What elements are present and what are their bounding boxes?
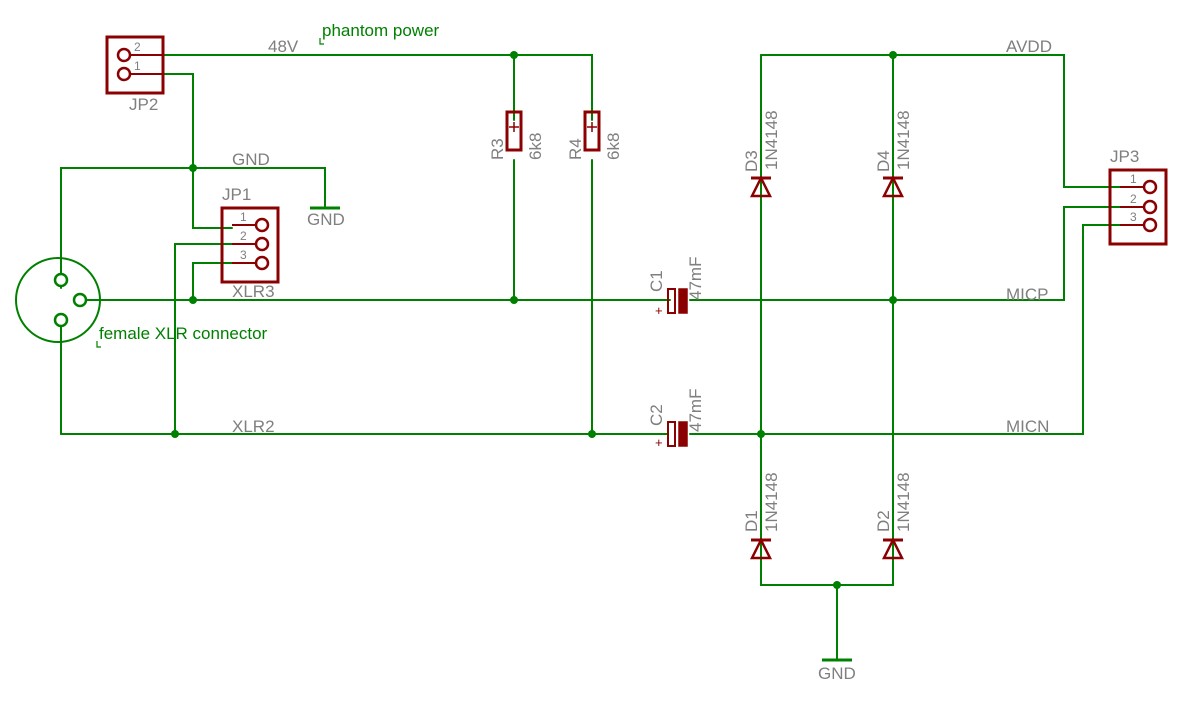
d4-value: 1N4148: [894, 110, 913, 170]
junction-48v-r3: [510, 51, 518, 59]
junction-gnd: [189, 164, 197, 172]
diode-d4: [881, 175, 905, 198]
d1-name: D1: [742, 510, 761, 532]
c2-value: 47mF: [686, 389, 705, 432]
jp2-pin-2: 2: [134, 40, 141, 54]
jp1-header: [220, 206, 280, 284]
junction-avdd-d4: [889, 51, 897, 59]
c2-name: C2: [647, 404, 666, 426]
jp2-pin-1: 1: [134, 59, 141, 73]
wire-avdd: [760, 54, 1145, 188]
d3-name: D3: [742, 150, 761, 172]
jp1-pin-3: 3: [240, 248, 247, 262]
jp1-pin-1: 1: [240, 210, 247, 224]
junction-xlr2-jp1: [171, 430, 179, 438]
note-phantom-power: phantom power: [322, 21, 440, 40]
net-label-xlr3: XLR3: [232, 282, 275, 301]
jp1-pin-2: 2: [240, 229, 247, 243]
net-label-micn: MICN: [1006, 417, 1049, 436]
r4-name: R4: [566, 138, 585, 160]
jp2-header: [105, 35, 165, 95]
d2-name: D2: [874, 510, 893, 532]
gnd-label-bottom: GND: [818, 664, 856, 683]
diode-d2: [881, 537, 905, 560]
jp2-name: JP2: [129, 95, 158, 114]
d2-value: 1N4148: [894, 472, 913, 532]
note-xlr-connector: female XLR connector: [99, 324, 268, 343]
junctions: [171, 51, 897, 589]
d1-value: 1N4148: [762, 472, 781, 532]
jp3-pin-3: 3: [1130, 210, 1137, 224]
junction-xlr3-jp1: [189, 296, 197, 304]
xlr-connector: [15, 257, 101, 343]
r3-value: 6k8: [526, 133, 545, 160]
gnd-label-top: GND: [307, 210, 345, 229]
d3-value: 1N4148: [762, 110, 781, 170]
jp3-pin-1: 1: [1130, 172, 1137, 186]
resistor-r3: [505, 110, 523, 152]
junction-micp: [889, 296, 897, 304]
r4-value: 6k8: [604, 133, 623, 160]
junction-micn: [757, 430, 765, 438]
wire-micp: [689, 206, 1145, 301]
c1-polarity: +: [655, 303, 663, 318]
net-label-avdd: AVDD: [1006, 37, 1052, 56]
wire-48v: [134, 54, 593, 121]
r3-name: R3: [488, 138, 507, 160]
wire-micn: [689, 224, 1145, 435]
wires: [60, 54, 1145, 661]
resistor-r4: [583, 110, 601, 152]
net-label-xlr2: XLR2: [232, 417, 275, 436]
wire-d1: [760, 299, 894, 586]
net-label-micp: MICP: [1006, 285, 1049, 304]
c1-name: C1: [647, 270, 666, 292]
net-label-gnd: GND: [232, 150, 270, 169]
jp1-name: JP1: [222, 185, 251, 204]
d4-name: D4: [874, 150, 893, 172]
junction-gnd-bottom: [833, 581, 841, 589]
jp3-header: [1108, 168, 1168, 246]
jp3-pin-2: 2: [1130, 192, 1137, 206]
net-label-48v: 48V: [268, 37, 299, 56]
junction-xlr3-r3: [510, 296, 518, 304]
diode-d3: [749, 175, 773, 198]
junction-xlr2-r4: [588, 430, 596, 438]
diode-d1: [749, 537, 773, 560]
capacitor-c2: [667, 421, 688, 447]
c1-value: 47mF: [686, 257, 705, 300]
capacitor-c1: [667, 288, 688, 314]
c2-polarity: +: [655, 435, 663, 450]
jp3-name: JP3: [1110, 147, 1139, 166]
